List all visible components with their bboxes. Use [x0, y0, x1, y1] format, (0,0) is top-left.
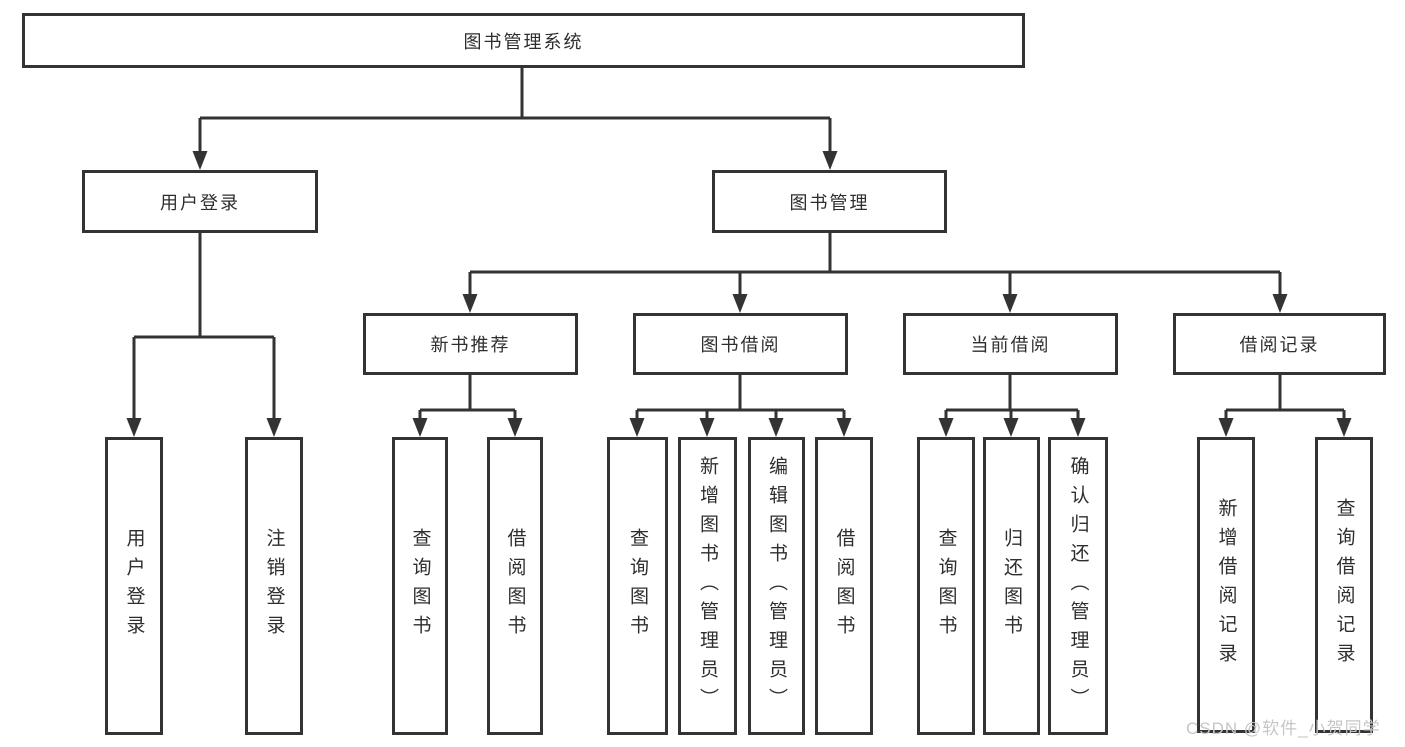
arrowhead [768, 418, 784, 437]
node-label: 图书借阅 [700, 335, 781, 355]
arrowhead [1336, 418, 1352, 437]
arrowhead [1218, 418, 1234, 437]
arrowhead [836, 418, 852, 437]
node-book-borrowing: 图书借阅 [633, 313, 848, 375]
leaf-borrow-add-books-admin: 新增图书（管理员） [678, 437, 737, 735]
watermark: CSDN @软件_小贺同学 [1186, 719, 1381, 738]
tree-edges [132, 68, 1346, 420]
leaf-borrow-borrow-books: 借阅图书 [815, 437, 873, 735]
arrowhead [629, 418, 645, 437]
node-label: 编辑图书（管理员） [766, 455, 787, 717]
arrowhead [938, 418, 954, 437]
node-label: 用户登录 [160, 192, 240, 213]
arrowhead [1002, 294, 1018, 313]
node-label: 查询借阅记录 [1333, 498, 1355, 672]
node-label: 借阅图书 [833, 528, 855, 644]
arrowhead [412, 418, 428, 437]
node-label: 图书管理 [789, 192, 870, 213]
node-label: 用户登录 [123, 528, 145, 644]
leaf-current-query-books: 查询图书 [917, 437, 975, 735]
node-label: 借阅记录 [1239, 335, 1320, 355]
node-library-management-system: 图书管理系统 [22, 13, 1025, 68]
node-label: 当前借阅 [970, 335, 1051, 355]
node-borrowing-records: 借阅记录 [1173, 313, 1386, 375]
leaf-current-return-books: 归还图书 [983, 437, 1040, 735]
node-label: 确认归还（管理员） [1067, 455, 1089, 717]
node-label: 图书管理系统 [463, 31, 584, 52]
leaf-current-confirm-return-admin: 确认归还（管理员） [1048, 437, 1108, 735]
leaf-records-query-borrow-record: 查询借阅记录 [1315, 437, 1373, 733]
leaf-user-login: 用户登录 [105, 437, 163, 735]
arrowhead [266, 418, 282, 437]
node-label: 借阅图书 [504, 528, 526, 644]
arrowhead [1272, 294, 1288, 313]
arrowhead [192, 151, 208, 170]
node-label: 新书推荐 [430, 335, 511, 355]
arrowhead [699, 418, 715, 437]
arrowhead [822, 151, 838, 170]
leaf-records-add-borrow-record: 新增借阅记录 [1197, 437, 1255, 733]
arrowhead [462, 294, 478, 313]
node-label: 新增图书（管理员） [697, 455, 718, 717]
leaf-borrow-query-books: 查询图书 [607, 437, 668, 735]
arrowhead [732, 294, 748, 313]
leaf-newbook-borrow-books: 借阅图书 [487, 437, 543, 735]
node-label: 查询图书 [935, 528, 957, 644]
leaf-newbook-query-books: 查询图书 [392, 437, 448, 735]
leaf-borrow-edit-books-admin: 编辑图书（管理员） [748, 437, 805, 735]
node-book-management: 图书管理 [712, 170, 947, 233]
node-label: 查询图书 [627, 528, 648, 644]
arrowhead [1070, 418, 1086, 437]
node-label: 归还图书 [1001, 528, 1022, 644]
node-current-borrowing: 当前借阅 [903, 313, 1118, 375]
node-new-book-recommend: 新书推荐 [363, 313, 578, 375]
arrowhead [1003, 418, 1019, 437]
leaf-logout: 注销登录 [245, 437, 303, 735]
node-label: 注销登录 [263, 528, 285, 644]
arrowhead [126, 418, 142, 437]
arrowhead [507, 418, 523, 437]
node-user-login: 用户登录 [82, 170, 318, 233]
node-label: 查询图书 [409, 528, 431, 644]
node-label: 新增借阅记录 [1215, 498, 1237, 672]
